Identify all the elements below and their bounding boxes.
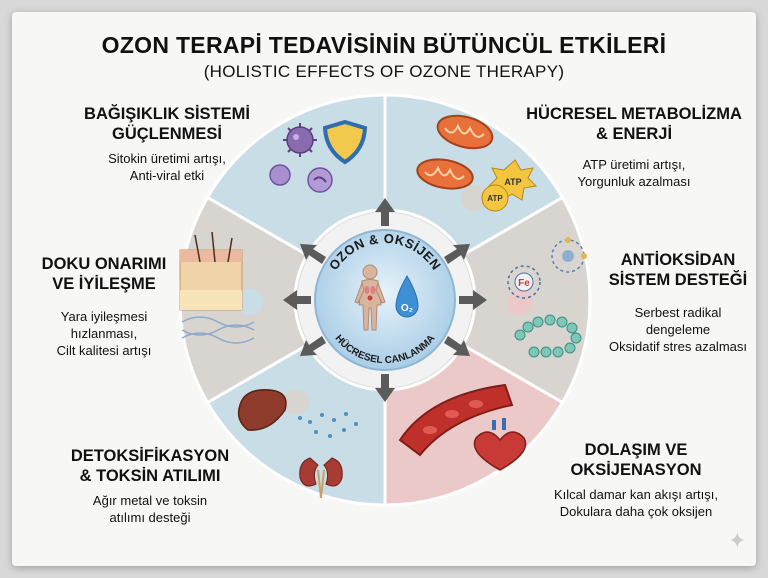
blood-vessel-icon (398, 383, 514, 457)
arrow-up (375, 198, 395, 226)
oxygen-droplet-icon: O₂ (395, 275, 419, 318)
immune-icons (269, 119, 368, 193)
toxin-particles-icon (298, 412, 358, 438)
arrow-down (375, 374, 395, 402)
section-title-metabolism: HÜCRESEL METABOLİZMA& ENERJİ (526, 105, 742, 143)
liver-icon (237, 389, 287, 431)
repair-icons (179, 231, 255, 344)
svg-text:ATP: ATP (504, 177, 521, 187)
circulation-icons (398, 383, 527, 471)
organs-icon (364, 286, 376, 301)
page-title: OZON TERAPİ TEDAVİSİNİN BÜTÜNCÜL ETKİLER… (101, 32, 667, 58)
page-subtitle: (HOLISTIC EFFECTS OF OZONE THERAPY) (203, 62, 565, 81)
sector-circulation (383, 342, 565, 507)
arrow-left (283, 290, 311, 310)
shield-icon (322, 119, 368, 165)
metabolism-icons: ATP ATP (416, 114, 538, 212)
o2-label: O₂ (401, 303, 413, 314)
svg-text:ATP: ATP (487, 194, 503, 203)
section-desc-metabolism: ATP üretimi artışı,Yorgunluk azalması (577, 157, 691, 189)
collagen-fibers-icon (181, 316, 255, 344)
atp-badge-icon: ATP ATP (481, 159, 538, 212)
section-desc-circulation: Kılcal damar kan akışı artışı,Dokulara d… (553, 487, 718, 519)
antioxidant-icons: Fe (507, 237, 587, 358)
skin-layers-icon (179, 231, 243, 311)
human-body-icon (354, 264, 386, 331)
arrow-down-right (444, 336, 470, 356)
detox-icons (237, 389, 358, 499)
molecule-chain-icon (514, 314, 582, 358)
sector-metabolism (383, 93, 565, 258)
arrow-down-left (300, 336, 326, 356)
arrow-right (459, 290, 487, 310)
section-detox: DETOKSİFİKASYON& TOKSİN ATILIMI Ağır met… (30, 446, 270, 526)
iron-molecule-icon: Fe (507, 265, 541, 299)
arrow-up-left (300, 244, 326, 264)
svg-text:Fe: Fe (518, 278, 530, 289)
center-disc: OZON & OKSİJEN HÜCRESEL CANLANMA O₂ (314, 229, 456, 371)
arrows (283, 198, 487, 402)
immune-cell-icon (269, 164, 333, 193)
arrow-up-right (444, 244, 470, 264)
section-title-detox: DETOKSİFİKASYON& TOKSİN ATILIMI (70, 447, 230, 485)
kidneys-icon (299, 457, 343, 499)
section-desc-immune: Sitokin üretimi artışı,Anti-viral etki (108, 151, 226, 183)
heart-icon (473, 418, 527, 471)
sparkle-icon: ✦ (728, 528, 747, 553)
virus-icon (283, 123, 317, 157)
section-metabolism: HÜCRESEL METABOLİZMA& ENERJİ ATP üretimi… (514, 104, 754, 190)
mitochondria-icon (416, 114, 494, 190)
atom-icon (551, 237, 587, 273)
